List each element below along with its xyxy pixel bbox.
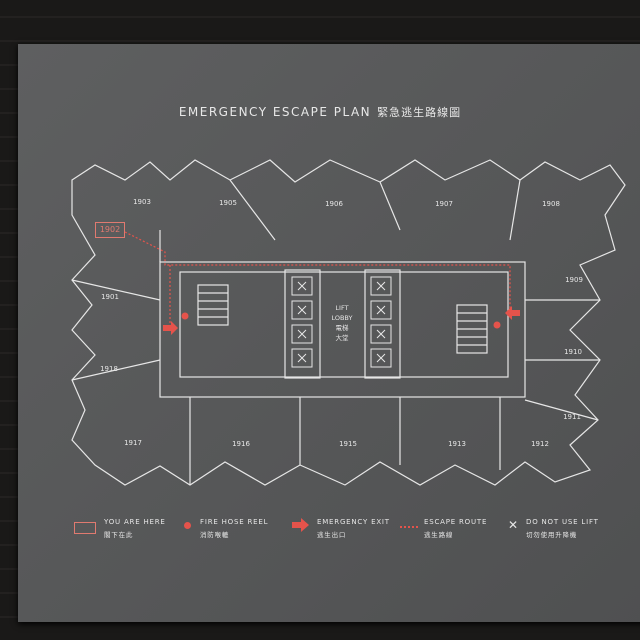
room-1918: 1918	[100, 365, 118, 373]
exit-arrows	[163, 306, 520, 335]
room-1903: 1903	[133, 198, 151, 206]
room-1912: 1912	[531, 440, 549, 448]
plan-title: EMERGENCY ESCAPE PLAN 緊急逃生路線圖	[0, 104, 640, 120]
room-1905: 1905	[219, 199, 237, 207]
room-1916: 1916	[232, 440, 250, 448]
lift-lobby-zh1: 電梯	[335, 324, 349, 332]
fire-hose-reel-legend-icon	[184, 522, 191, 529]
lift-cars	[291, 276, 392, 368]
core-outline	[159, 261, 526, 398]
room-1917: 1917	[124, 439, 142, 447]
sign-panel	[18, 44, 640, 622]
room-1915: 1915	[339, 440, 357, 448]
stair-left	[197, 284, 229, 326]
lift-lobby-en2: LOBBY	[331, 314, 353, 322]
room-1907: 1907	[435, 200, 453, 208]
room-1909: 1909	[565, 276, 583, 284]
fire-hose-reels	[181, 312, 501, 329]
you-are-here-marker: 1902	[95, 222, 125, 238]
corridor-inner	[179, 271, 509, 378]
partitions	[71, 179, 600, 485]
escape-route	[124, 231, 511, 325]
escape-route-legend-icon	[400, 526, 418, 528]
room-1910: 1910	[564, 348, 582, 356]
room-1906: 1906	[325, 200, 343, 208]
lift-lobby-en1: LIFT	[335, 304, 349, 312]
title-zh: 緊急逃生路線圖	[377, 106, 462, 119]
you-are-here-legend-icon	[74, 522, 96, 534]
room-1901: 1901	[101, 293, 119, 301]
title-en: EMERGENCY ESCAPE PLAN	[178, 105, 372, 119]
room-1911: 1911	[563, 413, 581, 421]
do-not-use-lift-legend-icon: ✕	[508, 518, 519, 532]
exit-arrow-legend-icon	[292, 518, 309, 532]
room-1908: 1908	[542, 200, 560, 208]
lift-lobby-label: LIFT LOBBY 電梯 大堂	[322, 303, 362, 343]
room-1913: 1913	[448, 440, 466, 448]
lift-lobby-zh2: 大堂	[335, 334, 349, 342]
